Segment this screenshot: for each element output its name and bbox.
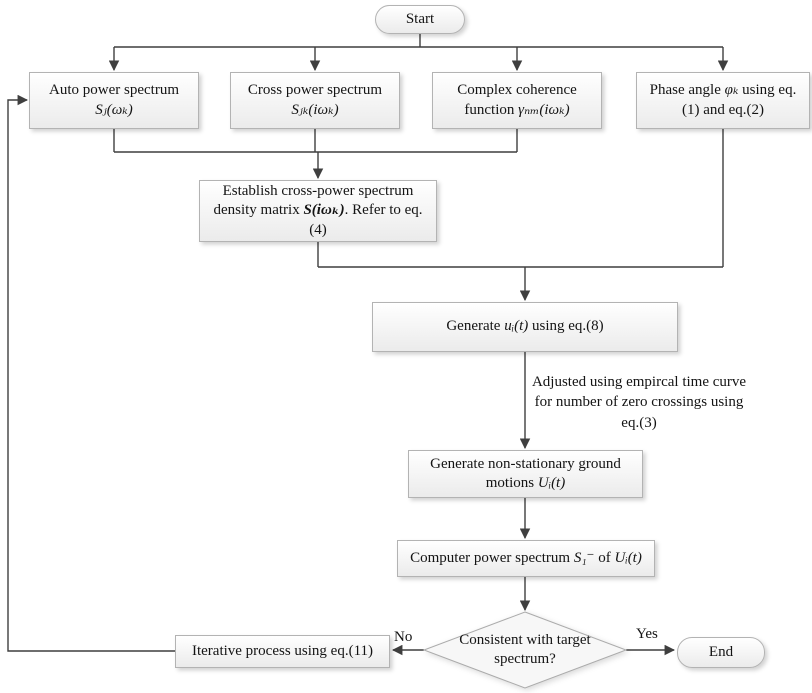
establish-text1: Establish cross-power spectrum density m…	[213, 183, 414, 219]
adjustment-note: Adjusted using empircal time curve for n…	[531, 374, 747, 431]
auto-power-formula: Sⱼ(ωₖ)	[95, 101, 133, 118]
compute-text1: Computer power spectrum	[410, 549, 574, 566]
coherence-function-node: Complex coherence function γₙₘ(iωₖ)	[432, 72, 602, 129]
generate-ut-text1: Generate	[446, 318, 505, 335]
ground-motions-formula: Uᵢ(t)	[537, 475, 566, 491]
start-node: Start	[375, 5, 465, 34]
compute-power-spectrum-node: Computer power spectrum S₁⁻ of Uᵢ(t)	[397, 540, 655, 577]
decision-diamond: Consistent with target spectrum?	[434, 622, 616, 678]
generate-ut-node: Generate uᵢ(t) using eq.(8)	[372, 302, 678, 352]
compute-formula2: Uᵢ(t)	[614, 549, 642, 566]
iterative-label: Iterative process using eq.(11)	[191, 642, 374, 659]
cross-power-spectrum-node: Cross power spectrum Sⱼₖ(iωₖ)	[230, 72, 400, 129]
phase-angle-text1: Phase angle	[649, 82, 725, 99]
label-yes: Yes	[636, 626, 658, 642]
generate-ut-formula: uᵢ(t)	[504, 318, 529, 335]
compute-text2: of	[594, 549, 615, 566]
decision-label: Consistent with target spectrum?	[459, 631, 591, 668]
compute-formula1: S₁⁻	[573, 549, 595, 566]
label-no: No	[394, 629, 413, 645]
auto-power-text: Auto power spectrum	[49, 82, 179, 99]
start-label: Start	[405, 10, 435, 27]
establish-formula: S(iωₖ)	[303, 202, 345, 219]
generate-ground-motions-node: Generate non-stationary ground motions U…	[408, 450, 643, 498]
establish-matrix-node: Establish cross-power spectrum density m…	[199, 180, 437, 242]
ground-motions-text: Generate non-stationary ground motions	[430, 455, 621, 491]
coherence-formula: γₙₘ(iωₖ)	[518, 101, 570, 118]
auto-power-spectrum-node: Auto power spectrum Sⱼ(ωₖ)	[29, 72, 199, 129]
cross-power-text: Cross power spectrum	[247, 82, 383, 99]
coherence-text: Complex coherence function	[457, 82, 577, 118]
end-label: End	[708, 643, 734, 660]
phase-angle-node: Phase angle φₖ using eq.(1) and eq.(2)	[636, 72, 810, 129]
iterative-process-node: Iterative process using eq.(11)	[175, 635, 390, 668]
phase-angle-text2: using eq.(1) and eq.(2)	[681, 82, 797, 118]
establish-text2: . Refer to eq.(4)	[309, 202, 423, 238]
cross-power-formula: Sⱼₖ(iωₖ)	[291, 101, 339, 118]
generate-ut-text2: using eq.(8)	[528, 318, 604, 335]
phase-angle-formula: φₖ	[724, 82, 739, 99]
end-node: End	[677, 637, 765, 668]
